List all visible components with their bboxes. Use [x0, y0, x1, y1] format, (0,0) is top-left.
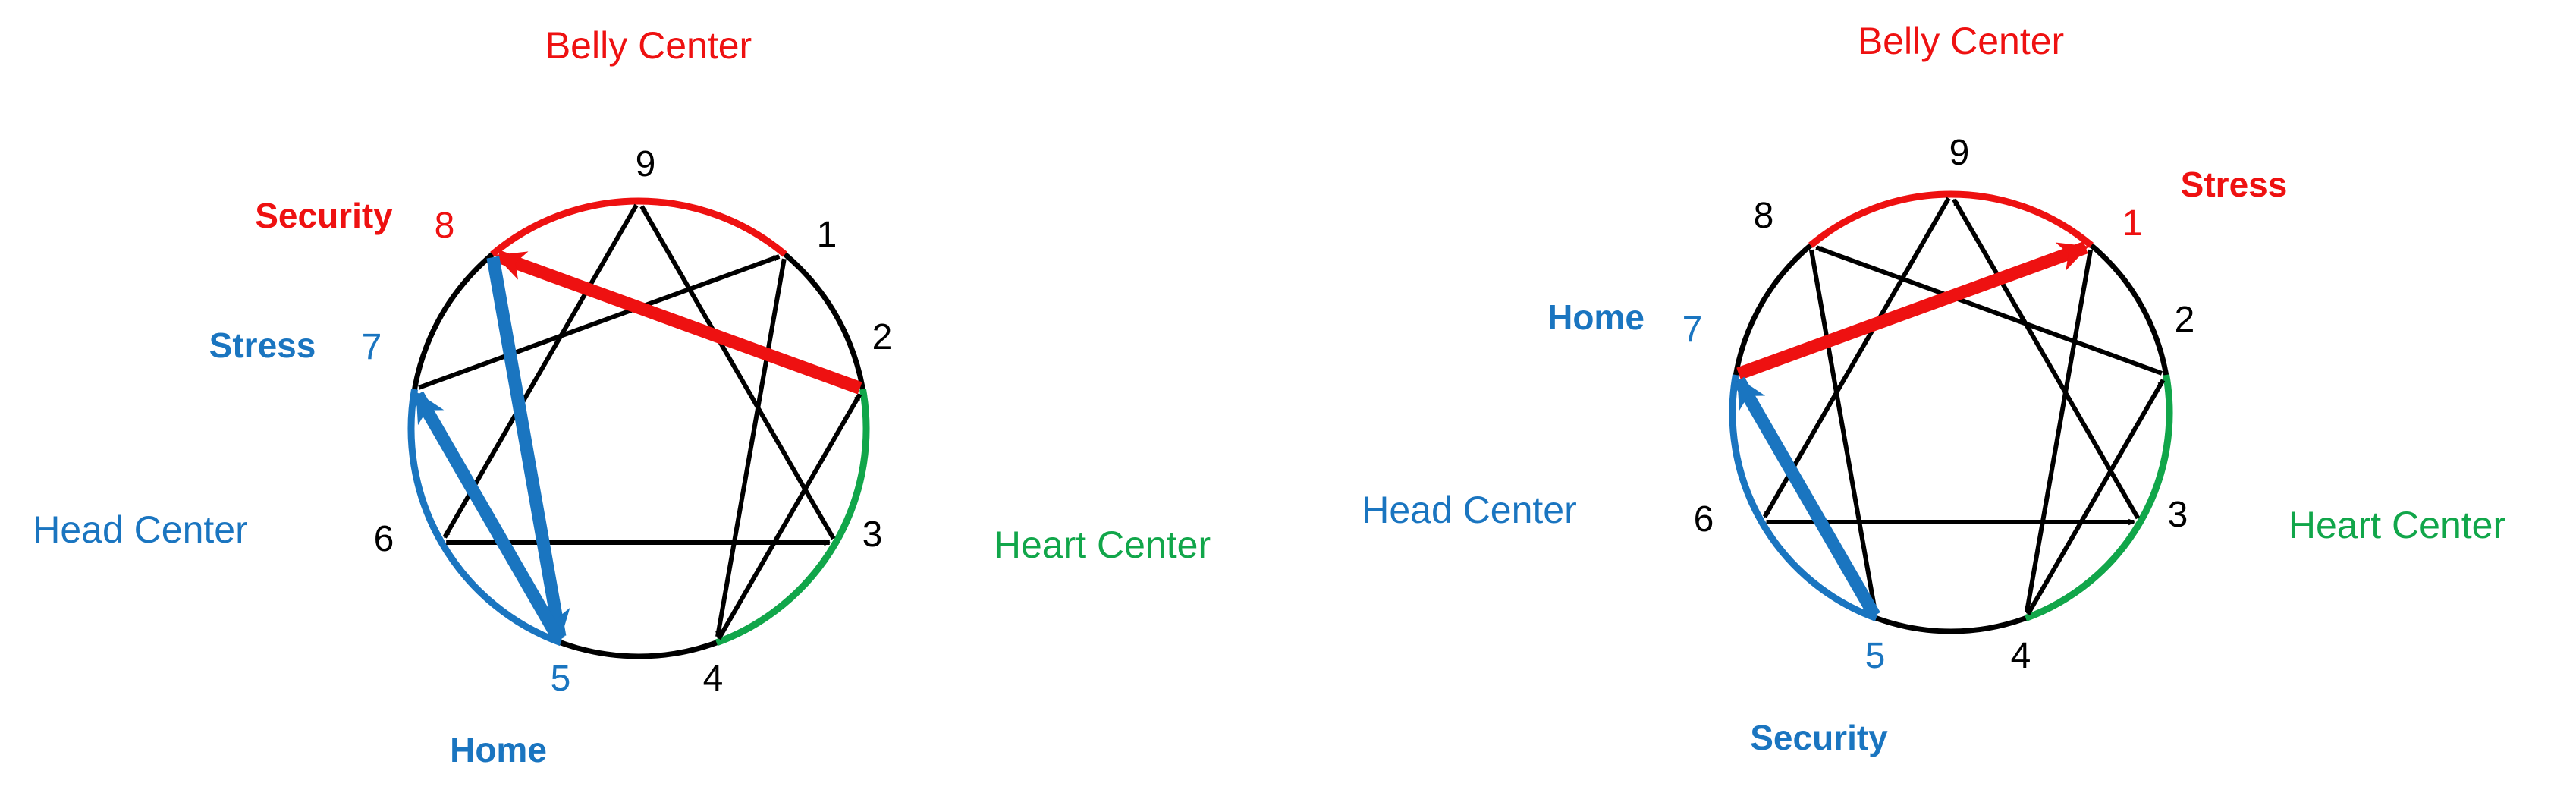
thick-arrow-2-to-8 — [495, 250, 862, 395]
point-4: 4 — [2011, 636, 2031, 676]
heart-center-arc — [2024, 374, 2173, 621]
thin-arrows — [415, 203, 862, 640]
head-center-arc — [1729, 374, 1878, 621]
point-numbers: 9 1 2 3 4 5 6 7 8 — [362, 144, 893, 699]
point-8: 8 — [1754, 196, 1774, 236]
stress-label: Stress — [209, 326, 316, 365]
heart-center-label: Heart Center — [994, 524, 1211, 566]
point-1: 1 — [2122, 203, 2143, 244]
belly-center-arc — [1808, 190, 2094, 248]
line-1-to-4 — [2024, 249, 2094, 612]
belly-center-label: Belly Center — [1858, 20, 2064, 62]
line-4-to-2 — [717, 393, 862, 640]
thick-arrow-5-to-7 — [412, 391, 565, 643]
point-6: 6 — [1694, 499, 1714, 540]
security-label: Security — [1750, 718, 1888, 757]
head-center-label: Head Center — [33, 508, 248, 551]
line-9-to-6 — [1762, 197, 1951, 518]
thin-arrows — [1736, 197, 2166, 615]
center-arcs — [1729, 190, 2173, 634]
home-label: Home — [450, 730, 547, 769]
point-7: 7 — [362, 327, 382, 367]
point-2: 2 — [2175, 300, 2195, 340]
line-3-to-9 — [639, 205, 836, 540]
heart-center-arc — [715, 389, 870, 647]
head-center-label: Head Center — [1362, 489, 1577, 531]
point-2: 2 — [872, 317, 893, 357]
point-4: 4 — [703, 659, 724, 699]
line-1-to-4 — [715, 258, 787, 637]
point-9: 9 — [636, 144, 656, 184]
thick-arrows — [412, 250, 862, 643]
thick-arrow-5-to-7 — [1733, 376, 1880, 619]
home-label: Home — [1547, 297, 1645, 337]
enneagram-left: 9 1 2 3 4 5 6 7 8 Belly Center Head Cent… — [33, 24, 1211, 769]
point-3: 3 — [2168, 495, 2188, 535]
stress-label: Stress — [2181, 165, 2288, 204]
belly-center-label: Belly Center — [545, 24, 752, 67]
line-2-to-8 — [1816, 245, 2163, 376]
line-7-to-1 — [418, 254, 779, 390]
point-5: 5 — [1865, 636, 1886, 676]
point-9: 9 — [1949, 133, 1970, 173]
point-1: 1 — [817, 215, 837, 255]
thick-arrows — [1733, 241, 2089, 619]
line-3-to-9 — [1952, 198, 2141, 520]
point-7: 7 — [1682, 310, 1703, 350]
line-8-to-5 — [1808, 249, 1878, 612]
heart-center-label: Heart Center — [2289, 504, 2505, 546]
point-5: 5 — [551, 659, 571, 699]
belly-center-arc — [490, 197, 787, 257]
point-numbers: 9 1 2 3 4 5 6 7 8 — [1682, 133, 2195, 676]
center-arcs — [407, 197, 870, 659]
point-3: 3 — [862, 514, 883, 555]
head-center-arc — [407, 389, 562, 647]
point-6: 6 — [374, 519, 394, 559]
security-label: Security — [255, 196, 393, 235]
thick-arrow-8-to-5 — [486, 256, 570, 640]
point-8: 8 — [435, 206, 455, 246]
line-4-to-2 — [2025, 379, 2166, 615]
line-9-to-6 — [442, 203, 639, 539]
thick-arrow-7-to-1 — [1736, 241, 2089, 380]
enneagram-right: 9 1 2 3 4 5 6 7 8 Belly Center Head Cent… — [1362, 20, 2505, 757]
